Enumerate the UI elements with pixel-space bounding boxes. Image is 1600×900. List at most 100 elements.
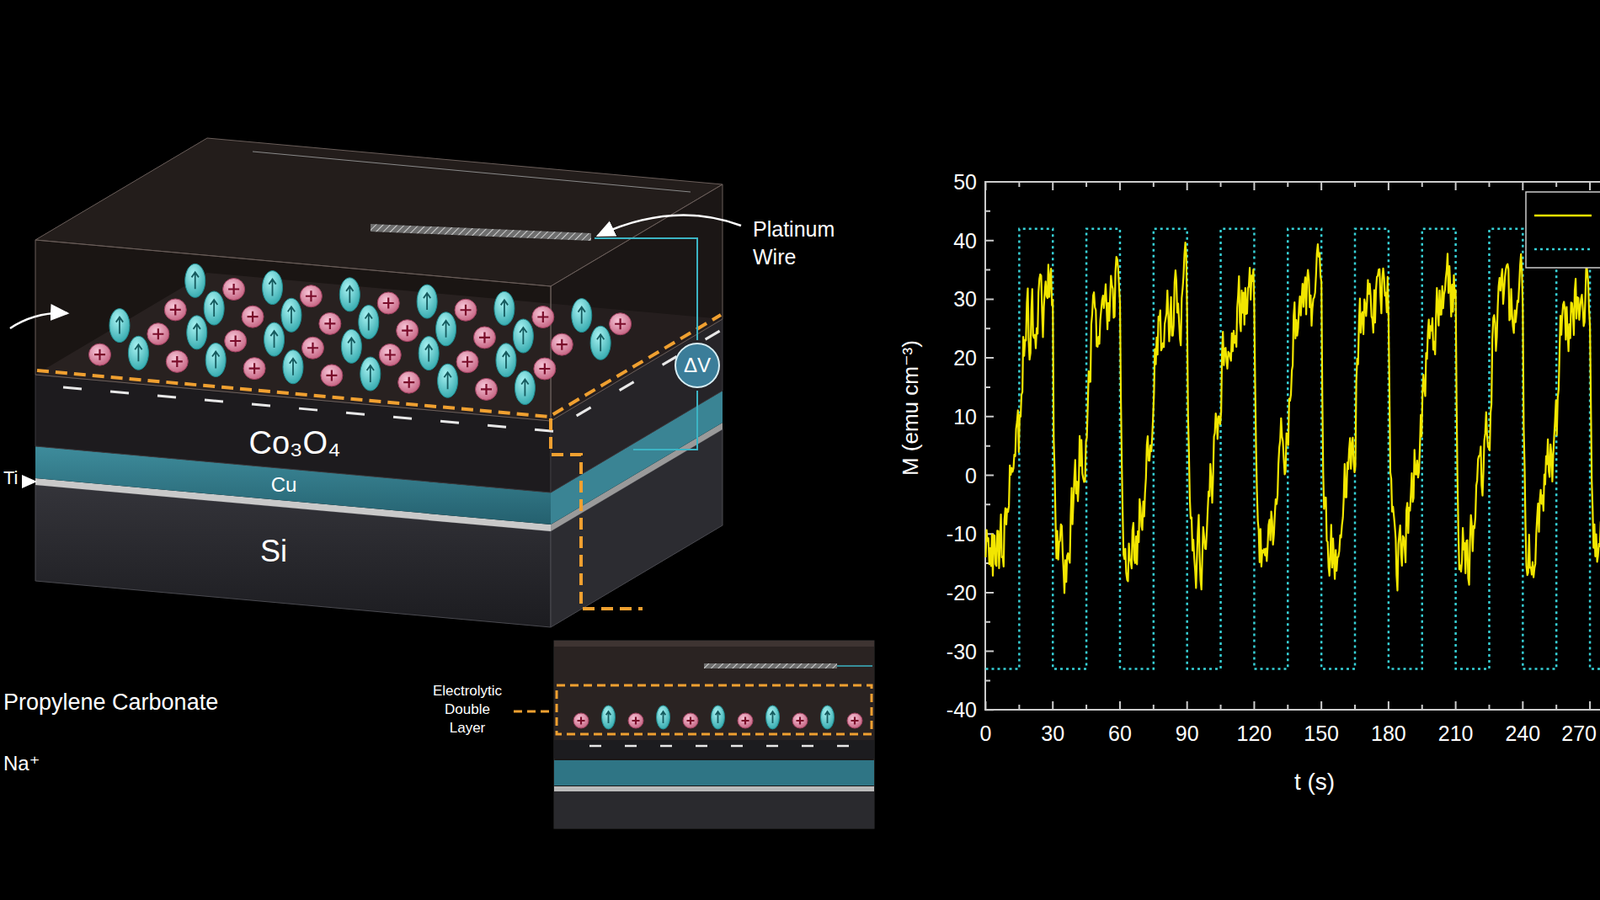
negative-charge [619, 382, 635, 391]
dipole-arrow [661, 711, 667, 724]
tick-label: -10 [946, 521, 977, 547]
tick-label-text: 60 [1108, 721, 1132, 746]
voltage-wire [633, 390, 698, 450]
dipole-arrow [134, 344, 142, 362]
inset-panel [554, 640, 875, 829]
cation [847, 713, 863, 729]
layer-label: Co₃O₄ [243, 423, 346, 464]
negative-charge [695, 745, 708, 748]
plus-sign [556, 339, 568, 351]
solvent-molecule [656, 705, 671, 730]
plus-sign [247, 311, 259, 323]
legend-sample [1534, 214, 1592, 218]
plus-sign [229, 335, 241, 347]
tick-label-text: 0 [965, 464, 977, 488]
plus-sign [249, 362, 261, 374]
dipole-arrow [367, 365, 374, 383]
voltage-wire [594, 238, 698, 341]
node-text: Co₃O₄ [248, 425, 341, 463]
dipole-arrow [270, 330, 278, 348]
cation [473, 326, 496, 349]
cation [301, 336, 324, 359]
tick-label-text: 150 [1303, 721, 1339, 746]
plus-sign [401, 325, 413, 336]
cation [396, 320, 419, 342]
part-label-text: Ti [3, 467, 19, 489]
plus-sign [479, 331, 491, 343]
plus-sign [796, 717, 805, 726]
cation [241, 305, 264, 328]
tick-label: 10 [953, 404, 977, 430]
node-text: Si [260, 533, 288, 569]
cation [533, 357, 556, 380]
negative-charge [730, 745, 743, 748]
tick-label: 30 [953, 286, 977, 312]
double-layer-bracket [550, 418, 643, 609]
legend-text-text: Propylene Carbonate [3, 689, 219, 715]
tick-label: 20 [953, 345, 977, 371]
tick-label-text: 240 [1504, 721, 1541, 746]
plus-sign [462, 356, 474, 368]
cation [165, 350, 188, 373]
tick-label-text: 30 [953, 287, 977, 311]
solvent-molecule [185, 263, 206, 298]
solvent-molecule [186, 315, 208, 350]
solvent-molecule [358, 305, 379, 340]
leader-line [513, 710, 555, 714]
tick-label: 60 [1108, 720, 1132, 747]
node-text: Cu [271, 473, 298, 497]
tick-label: 90 [1175, 720, 1200, 747]
cation [456, 351, 479, 374]
plus-sign [383, 297, 395, 309]
negative-charge [393, 416, 412, 419]
tick-label-text: -40 [946, 698, 977, 722]
cation [398, 371, 421, 394]
inset-wire [837, 665, 873, 667]
cation [532, 305, 555, 328]
dipole-arrow [192, 272, 199, 289]
legend-text: Propylene Carbonate [3, 688, 219, 716]
dipole-arrow [210, 299, 218, 317]
negative-charge [766, 745, 779, 748]
tick-label-text: 40 [953, 229, 977, 253]
tick-label: 180 [1370, 720, 1407, 747]
dipole-arrow [519, 327, 527, 345]
cation [573, 713, 589, 729]
solvent-molecule [571, 298, 592, 333]
negative-charge [624, 745, 637, 748]
dipole-arrow [193, 324, 201, 342]
tick-label-text: 0 [980, 721, 992, 746]
tick-label-text: 30 [1040, 721, 1065, 746]
solvent-molecule [360, 357, 381, 391]
negative-charge [589, 745, 602, 748]
chart [985, 181, 1600, 710]
inset-platinum-wire [704, 663, 838, 669]
dipole-arrow [288, 306, 295, 324]
negative-charge [487, 425, 507, 427]
tick-label-text: 180 [1370, 721, 1407, 746]
solvent-molecule [128, 336, 149, 370]
part-label: Platinum Wire [752, 215, 867, 271]
solvent-molecule [339, 277, 360, 312]
solvent-molecule [496, 343, 517, 378]
negative-charge [801, 745, 814, 748]
solvent-molecule [602, 705, 616, 730]
negative-charge [63, 387, 82, 390]
solvent-molecule [494, 291, 515, 326]
plot-frame [985, 181, 1600, 710]
plus-sign [632, 717, 640, 726]
solvent-molecule [282, 350, 304, 384]
solvent-molecule [437, 363, 459, 398]
negative-charge [346, 412, 365, 415]
tick-label: 40 [953, 228, 977, 254]
cation [628, 713, 644, 729]
plus-sign [687, 717, 695, 726]
tick-label-text: 210 [1438, 721, 1474, 746]
inset-electrolyte [554, 640, 875, 741]
dipole-arrow [212, 352, 219, 369]
plus-sign [152, 328, 164, 340]
voltage-trace [986, 229, 1600, 670]
negative-charge [110, 391, 129, 394]
negative-charge [705, 330, 720, 340]
